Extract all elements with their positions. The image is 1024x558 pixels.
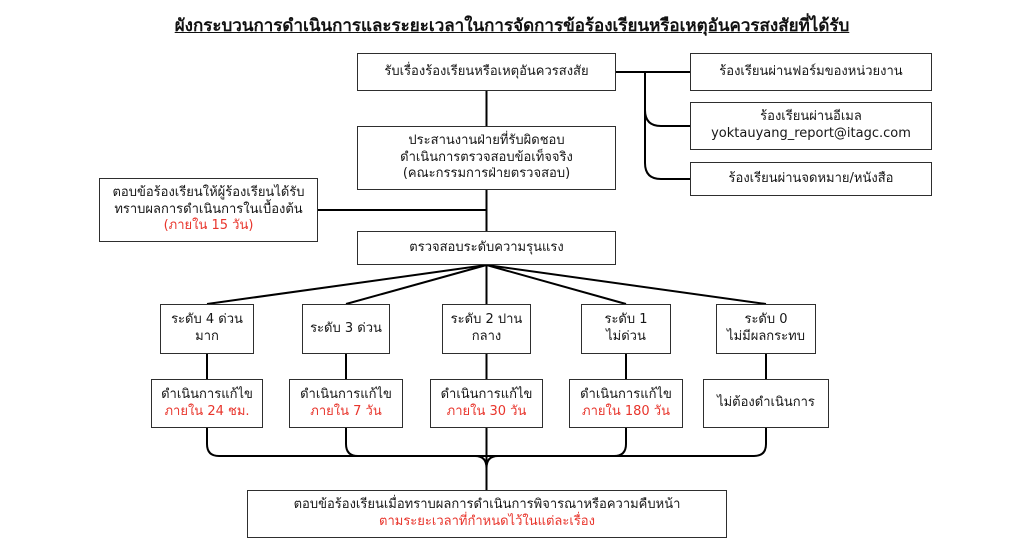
node-level-4-line1: ระดับ 4 ด่วน bbox=[171, 312, 243, 328]
node-level-1-line2: ไม่ด่วน bbox=[606, 329, 646, 344]
node-channel-email: ร้องเรียนผ่านอีเมล yoktauyang_report@ita… bbox=[690, 102, 932, 150]
node-channel-form-label: ร้องเรียนผ่านฟอร์มของหน่วยงาน bbox=[719, 63, 903, 79]
node-action-level-4-deadline: ภายใน 24 ชม. bbox=[164, 403, 250, 419]
node-assess-severity: ตรวจสอบระดับความรุนแรง bbox=[357, 231, 616, 265]
node-action-level-0-label: ไม่ต้องดำเนินการ bbox=[717, 395, 815, 411]
node-channel-email-label: ร้องเรียนผ่านอีเมล bbox=[760, 109, 862, 125]
node-action-level-4: ดำเนินการแก้ไข ภายใน 24 ชม. bbox=[151, 379, 263, 428]
node-level-2-line2: กลาง bbox=[471, 329, 502, 344]
node-initial-reply-deadline: (ภายใน 15 วัน) bbox=[163, 218, 254, 234]
node-coordinate-line3: (คณะกรรมการฝ่ายตรวจสอบ) bbox=[402, 166, 571, 182]
node-action-level-1-label: ดำเนินการแก้ไข bbox=[580, 386, 672, 402]
node-action-level-4-label: ดำเนินการแก้ไข bbox=[161, 386, 253, 402]
node-level-1-line1: ระดับ 1 bbox=[604, 312, 648, 328]
connector-assess-level4 bbox=[206, 264, 487, 305]
node-channel-form: ร้องเรียนผ่านฟอร์มของหน่วยงาน bbox=[690, 53, 932, 91]
node-channel-letter-label: ร้องเรียนผ่านจดหมาย/หนังสือ bbox=[728, 170, 894, 186]
node-action-level-2-deadline: ภายใน 30 วัน bbox=[446, 403, 527, 419]
node-receive-complaint: รับเรื่องร้องเรียนหรือเหตุอันควรสงสัย bbox=[357, 53, 616, 91]
connector-merge-action1 bbox=[486, 428, 627, 457]
connector-assess-level1 bbox=[486, 264, 627, 305]
page-title: ผังกระบวนการดำเนินการและระยะเวลาในการจัด… bbox=[174, 16, 850, 36]
connector-merge-action4 bbox=[206, 428, 488, 469]
node-initial-reply-line1: ตอบข้อร้องเรียนให้ผู้ร้องเรียนได้รับ bbox=[112, 184, 305, 200]
node-channel-letter: ร้องเรียนผ่านจดหมาย/หนังสือ bbox=[690, 162, 932, 196]
node-action-level-2-label: ดำเนินการแก้ไข bbox=[440, 386, 533, 402]
node-action-level-0: ไม่ต้องดำเนินการ bbox=[703, 379, 829, 428]
node-final-reply-line1: ตอบข้อร้องเรียนเมื่อทราบผลการดำเนินการพิ… bbox=[293, 497, 681, 513]
connector-branch-email bbox=[644, 72, 690, 127]
connector-merge-action0 bbox=[485, 428, 767, 469]
node-action-level-2: ดำเนินการแก้ไข ภายใน 30 วัน bbox=[430, 379, 543, 428]
node-action-level-1-deadline: ภายใน 180 วัน bbox=[582, 403, 670, 419]
node-action-level-3-deadline: ภายใน 7 วัน bbox=[310, 403, 382, 419]
node-channel-email-address: yoktauyang_report@itagc.com bbox=[711, 126, 911, 141]
node-coordinate-investigation: ประสานงานฝ่ายที่รับผิดชอบ ดำเนินการตรวจส… bbox=[357, 126, 616, 190]
node-level-2-line1: ระดับ 2 ปาน bbox=[450, 312, 523, 328]
node-level-3-line1: ระดับ 3 ด่วน bbox=[310, 320, 382, 336]
node-level-4-line2: มาก bbox=[195, 329, 219, 344]
node-final-reply-deadline: ตามระยะเวลาที่กำหนดไว้ในแต่ละเรื่อง bbox=[379, 514, 595, 529]
node-level-0: ระดับ 0 ไม่มีผลกระทบ bbox=[716, 304, 816, 354]
connector-branch-letter bbox=[644, 108, 690, 180]
node-initial-reply-line2: ทราบผลการดำเนินการในเบื้องต้น bbox=[114, 201, 303, 217]
node-coordinate-line1: ประสานงานฝ่ายที่รับผิดชอบ bbox=[408, 132, 565, 148]
node-action-level-3-label: ดำเนินการแก้ไข bbox=[300, 386, 392, 402]
node-action-level-3: ดำเนินการแก้ไข ภายใน 7 วัน bbox=[289, 379, 403, 428]
connector-merge-action3 bbox=[345, 428, 487, 457]
node-assess-severity-label: ตรวจสอบระดับความรุนแรง bbox=[409, 239, 564, 255]
connector-assess-level0 bbox=[486, 264, 767, 305]
node-level-2: ระดับ 2 ปาน กลาง bbox=[442, 304, 531, 354]
node-level-0-line2: ไม่มีผลกระทบ bbox=[727, 329, 805, 344]
node-coordinate-line2: ดำเนินการตรวจสอบข้อเท็จจริง bbox=[400, 149, 573, 165]
node-level-4: ระดับ 4 ด่วน มาก bbox=[160, 304, 254, 354]
node-level-0-line1: ระดับ 0 bbox=[744, 312, 788, 328]
node-receive-complaint-label: รับเรื่องร้องเรียนหรือเหตุอันควรสงสัย bbox=[384, 63, 589, 79]
node-initial-reply: ตอบข้อร้องเรียนให้ผู้ร้องเรียนได้รับ ทรา… bbox=[99, 178, 318, 242]
connector-assess-level3 bbox=[345, 264, 487, 305]
node-level-3: ระดับ 3 ด่วน bbox=[302, 304, 390, 354]
node-final-reply: ตอบข้อร้องเรียนเมื่อทราบผลการดำเนินการพิ… bbox=[247, 490, 727, 538]
node-action-level-1: ดำเนินการแก้ไข ภายใน 180 วัน bbox=[569, 379, 683, 428]
node-level-1: ระดับ 1 ไม่ด่วน bbox=[581, 304, 671, 354]
